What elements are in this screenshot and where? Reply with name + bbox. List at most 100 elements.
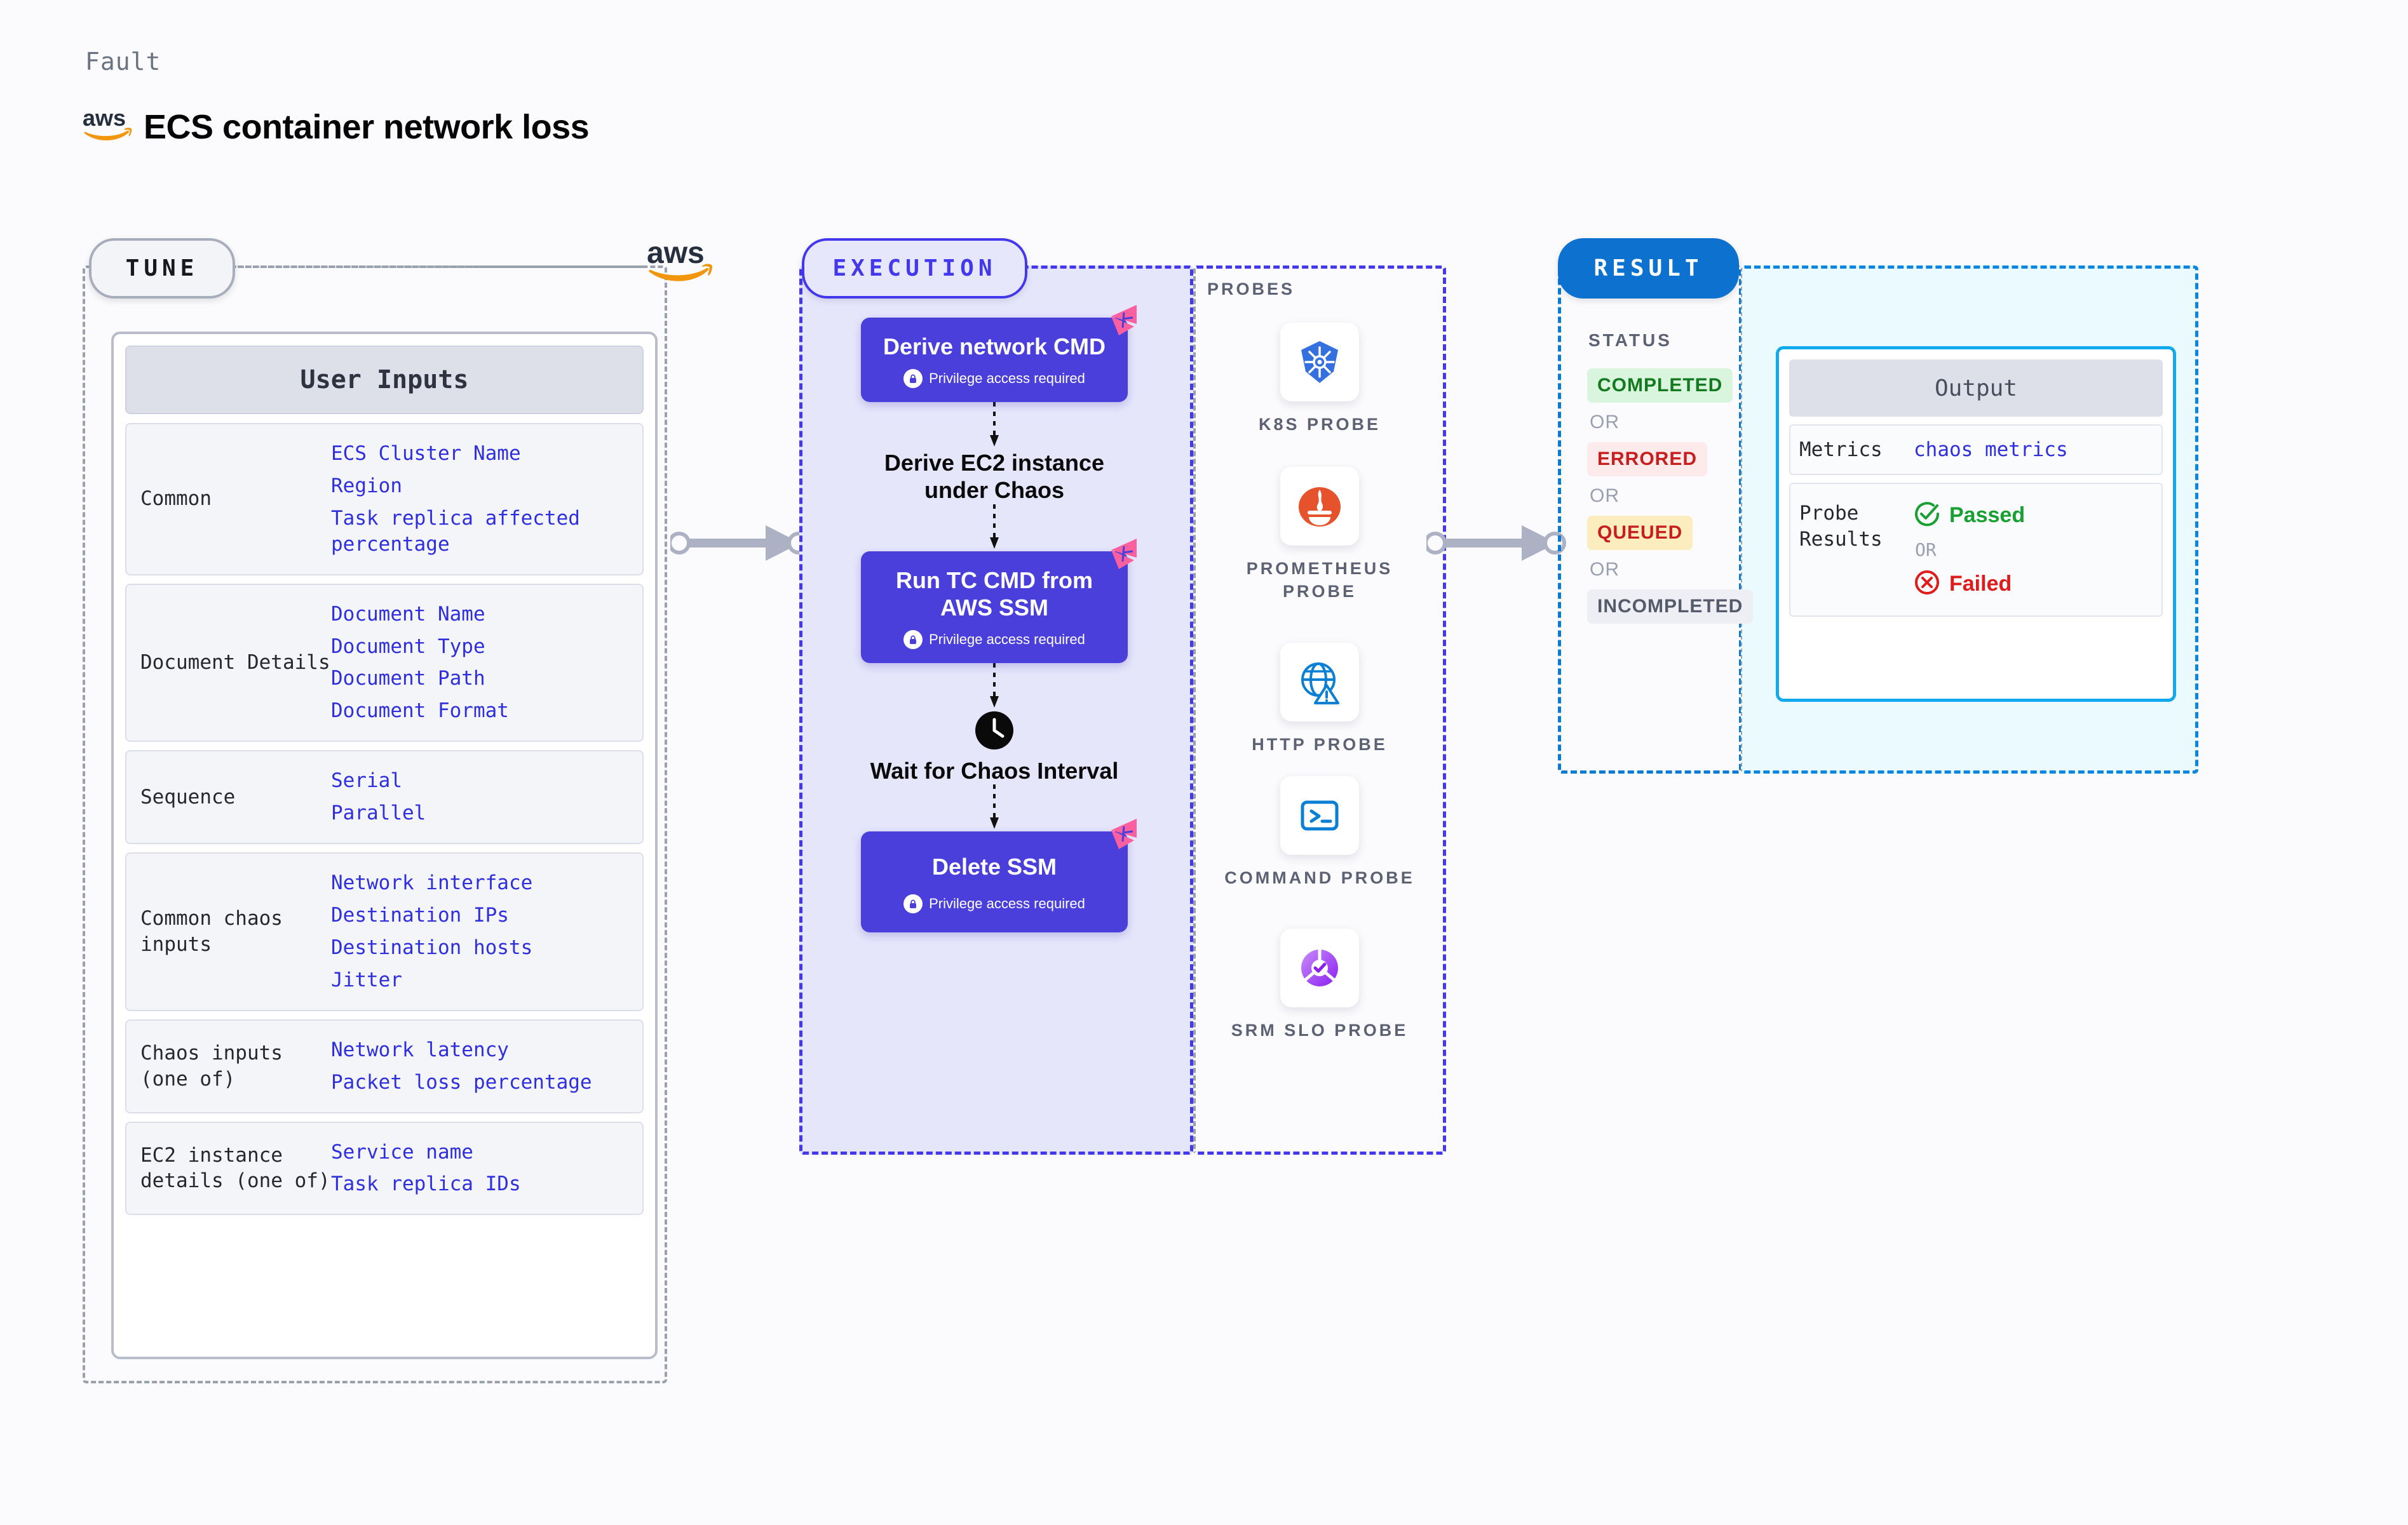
output-metrics-label: Metrics [1799,438,1883,461]
prometheus-icon [1280,467,1359,546]
output-probe-results-row: Probe Results Passed OR [1789,483,2163,617]
harness-logo-icon [1106,536,1142,575]
row-values: ECS Cluster Name Region Task replica aff… [331,434,636,564]
list-item: Document Name [331,602,485,626]
row-label: Sequence [140,785,236,809]
user-inputs-title: User Inputs [125,346,644,414]
probe-command[interactable]: COMMAND PROBE [1224,776,1415,889]
execution-panel [799,265,1193,1155]
table-row: EC2 instance details (one of) Service na… [125,1121,644,1216]
table-row: Common ECS Cluster Name Region Task repl… [125,423,644,575]
list-item: Region [331,474,402,497]
probe-result-values: Passed OR Failed [1914,500,2025,599]
output-metrics-row: Metrics chaos metrics [1789,424,2163,476]
row-values: Serial Parallel [331,762,636,833]
status-list: COMPLETED OR ERRORED OR QUEUED OR INCOMP… [1587,368,1771,624]
status-badge: QUEUED [1587,516,1693,550]
flow-node-title: Delete SSM [931,854,1057,880]
row-label: Chaos inputs (one of) [140,1041,283,1091]
connector-tune-to-execution [668,511,810,578]
terminal-icon [1280,776,1359,855]
or-separator: OR [1590,485,1620,506]
flow-arrow [861,784,1128,831]
privilege-note: Privilege access required [871,629,1118,649]
probe-k8s[interactable]: K8S PROBE [1224,323,1415,436]
execution-pill[interactable]: EXECUTION [802,238,1027,299]
flow-node-derive-network-cmd[interactable]: Derive network CMD Privilege access requ… [861,305,1137,403]
probe-label: COMMAND PROBE [1224,868,1415,887]
x-circle-icon [1914,569,1940,599]
page-title: aws ECS container network loss [83,105,590,147]
flow-node-title: Derive network CMD [883,333,1106,359]
flow-node-delete-ssm[interactable]: Delete SSM Privilege access required [861,819,1137,933]
probe-srm-slo[interactable]: SRM SLO PROBE [1224,929,1415,1042]
privilege-note-text: Privilege access required [929,370,1085,387]
list-item: ECS Cluster Name [331,442,521,465]
table-row: Common chaos inputs Network interface De… [125,852,644,1011]
svg-text:aws: aws [647,236,705,270]
row-label: Common chaos inputs [140,906,283,956]
harness-logo-icon [1106,816,1142,855]
privilege-note: Privilege access required [871,369,1118,389]
page-title-text: ECS container network loss [144,107,590,146]
list-item: Document Format [331,699,509,723]
table-row: Sequence Serial Parallel [125,750,644,845]
status-badge: COMPLETED [1587,368,1733,403]
lock-icon [903,894,923,914]
output-title: Output [1789,359,2163,417]
kubernetes-icon [1280,323,1359,401]
probes-title: PROBES [1207,279,1295,299]
connector-execution-to-result [1424,511,1566,578]
status-badge: INCOMPLETED [1587,589,1754,624]
result-pill[interactable]: RESULT [1558,238,1739,299]
list-item: Packet loss percentage [331,1070,592,1094]
srm-slo-icon [1280,929,1359,1007]
flow-arrow [861,504,1128,551]
clock-icon [861,710,1128,751]
probe-result-failed: Failed [1914,569,2025,599]
or-separator: OR [1590,412,1620,433]
lock-icon [903,629,923,649]
flow-node-wait-for-chaos-interval: Wait for Chaos Interval [870,757,1119,784]
probe-label: HTTP PROBE [1252,735,1388,754]
row-values: Network interface Destination IPs Destin… [331,864,636,1000]
svg-text:aws: aws [83,107,126,131]
privilege-note-text: Privilege access required [929,896,1085,912]
output-probe-results-label: Probe Results [1799,502,1883,551]
status-title: STATUS [1588,330,1672,350]
harness-logo-icon [1106,302,1142,341]
execution-flow: Derive network CMD Privilege access requ… [861,305,1137,933]
flow-arrow [861,402,1128,449]
flow-node-run-tc-cmd[interactable]: Run TC CMD from AWS SSM Privilege access… [861,538,1137,663]
row-label: Document Details [140,650,330,674]
table-row: Document Details Document Name Document … [125,583,644,742]
http-globe-icon [1280,643,1359,722]
output-metrics-value: chaos metrics [1914,438,2068,462]
row-label: Common [140,487,212,511]
table-row: Chaos inputs (one of) Network latency Pa… [125,1019,644,1113]
list-item: Document Path [331,667,485,690]
probe-http[interactable]: HTTP PROBE [1224,643,1415,756]
flow-arrow [861,662,1128,710]
or-separator: OR [1590,559,1620,580]
list-item: Network latency [331,1038,509,1061]
list-item: Serial [331,769,402,793]
probe-prometheus[interactable]: PROMETHEUS PROBE [1224,467,1415,603]
flow-node-title: Run TC CMD from AWS SSM [896,567,1093,621]
list-item: Document Type [331,635,485,658]
probe-label: K8S PROBE [1258,415,1381,434]
list-item: Task replica affected percentage [331,506,580,556]
list-item: Task replica IDs [331,1172,521,1196]
status-badge: ERRORED [1587,442,1708,476]
privilege-note: Privilege access required [871,894,1118,914]
execution-panel-border [799,265,1193,1155]
probe-label: PROMETHEUS PROBE [1246,559,1393,601]
list-item: Service name [331,1140,473,1164]
row-label: EC2 instance details (one of) [140,1143,330,1193]
lock-icon [903,369,923,389]
tune-pill[interactable]: TUNE [89,238,235,299]
user-inputs-card: User Inputs Common ECS Cluster Name Regi… [111,332,658,1359]
probe-label: SRM SLO PROBE [1231,1021,1409,1040]
list-item: Destination hosts [331,936,533,959]
fault-kicker: Fault [85,48,161,76]
